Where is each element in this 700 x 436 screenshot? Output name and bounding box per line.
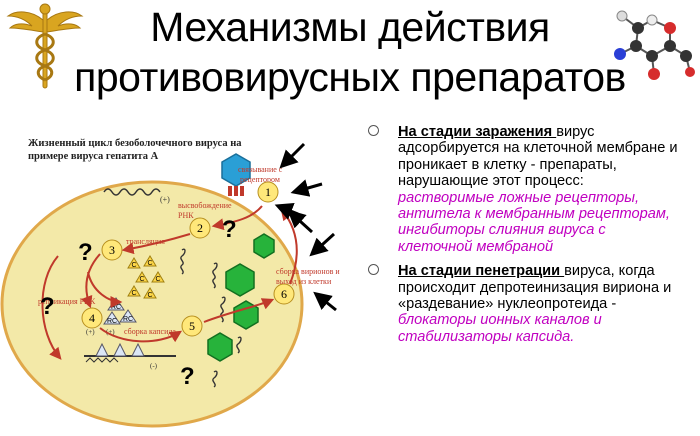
diagram-caption-line-1: Жизненный цикл безоболочечного вируса на xyxy=(28,138,242,149)
slide-title: Механизмы действия противовирусных препа… xyxy=(60,2,640,102)
plus-label: (+) xyxy=(106,328,115,336)
question-mark: ? xyxy=(180,363,195,390)
capsid-protein: C xyxy=(147,260,152,267)
replication-complex: RC xyxy=(111,304,121,311)
progeny-virion xyxy=(253,233,275,259)
molecule-model-icon xyxy=(614,10,695,80)
step-2: 2 xyxy=(197,221,203,235)
progeny-virion xyxy=(225,263,255,297)
stage-description-penetration: вируса, когда происходит депротеинизация… xyxy=(398,263,672,313)
diagram-caption-line-2: примере вируса гепатита А xyxy=(28,151,159,162)
cell-membrane xyxy=(0,180,304,428)
label-binding-2: рецептором xyxy=(240,175,280,184)
bullet-infection-stage: На стадии заражения вирус адсорбируется … xyxy=(368,124,678,255)
label-binding-1: связывание с xyxy=(238,165,283,174)
bullet-penetration-stage: На стадии пенетрации вируса, когда проис… xyxy=(368,263,678,345)
replication-membrane xyxy=(84,342,176,363)
step-6: 6 xyxy=(281,287,287,301)
progeny-virion xyxy=(207,332,233,362)
stage-drugs-penetration: блокаторы ионных каналов и стабилизаторы… xyxy=(398,312,602,345)
virion-binding xyxy=(221,153,251,196)
step-4: 4 xyxy=(89,311,95,325)
replication-complex: RC xyxy=(107,318,117,325)
label-replication: репликация РНК xyxy=(38,297,96,306)
rna-coil xyxy=(212,262,218,289)
virus-lifecycle-diagram: Жизненный цикл безоболочечного вируса на… xyxy=(0,138,340,428)
minus-label: (-) xyxy=(150,362,158,370)
label-assembly-1: сборка вирионов и xyxy=(276,267,340,276)
question-mark: ? xyxy=(222,216,237,243)
plus-label: (+) xyxy=(86,328,95,336)
stage-drugs-infection: растворимые ложные рецепторы, антитела к… xyxy=(398,189,670,255)
bullet-circle-icon xyxy=(368,264,379,276)
step-3: 3 xyxy=(109,243,115,257)
label-assembly-2: выход из клетки xyxy=(276,277,332,286)
stage-title-infection: На стадии заражения xyxy=(398,124,557,140)
capsid-protein: C xyxy=(147,292,152,299)
rna-coil xyxy=(220,296,226,323)
rna-coil xyxy=(180,248,186,275)
stage-description-infection: вирус адсорбируется на клеточной мембран… xyxy=(398,124,678,190)
capsid-protein: C xyxy=(155,276,160,283)
progeny-virion xyxy=(233,300,259,330)
replication-complex: RC xyxy=(123,316,133,323)
label-release-1: высвобождение xyxy=(178,201,232,210)
step-5: 5 xyxy=(189,319,195,333)
rna-strand xyxy=(103,188,161,196)
label-capsid: сборка капсида xyxy=(124,327,176,336)
label-translation: трансляция xyxy=(126,237,165,246)
question-mark: ? xyxy=(40,293,55,320)
bullet-circle-icon xyxy=(368,125,379,136)
stage-title-penetration: На стадии пенетрации xyxy=(398,263,565,280)
caduceus-icon xyxy=(6,3,84,89)
title-line-1: Механизмы действия xyxy=(150,4,550,50)
rna-coil xyxy=(236,336,242,354)
step-1: 1 xyxy=(265,185,271,199)
mechanisms-text-panel: На стадии заражения вирус адсорбируется … xyxy=(368,124,678,345)
capsid-protein: C xyxy=(131,290,136,297)
rna-plus-label: (+) xyxy=(160,195,170,204)
question-mark: ? xyxy=(78,239,93,266)
capsid-protein: C xyxy=(131,262,136,269)
capsid-protein: C xyxy=(139,276,144,283)
rna-coil xyxy=(212,370,218,388)
title-line-2: противовирусных препаратов xyxy=(74,54,626,100)
label-release-2: РНК xyxy=(178,211,194,220)
